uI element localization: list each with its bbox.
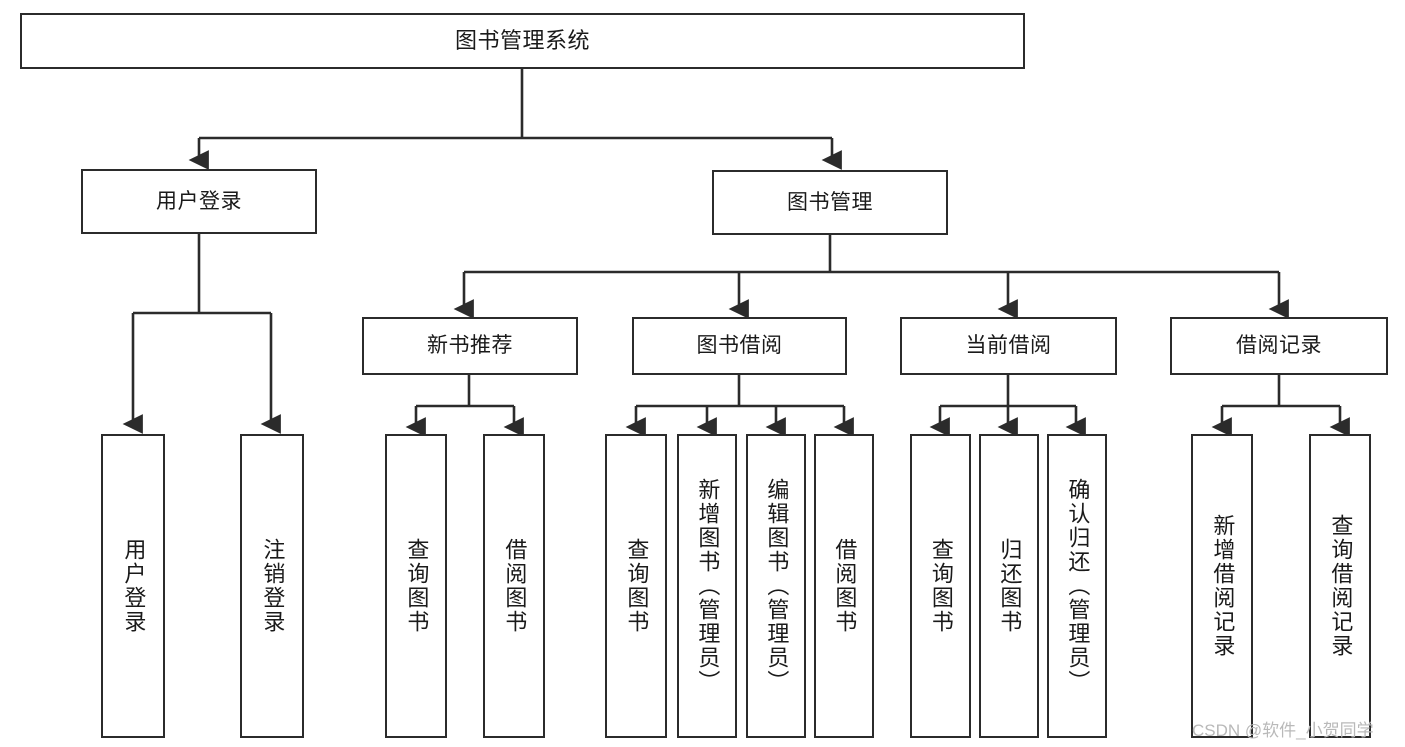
node-new-book-recommend[interactable]: 新书推荐	[362, 317, 578, 375]
leaf-query-book-borrow[interactable]: 查询图书	[605, 434, 667, 738]
node-label: 确认归还（管理员）	[1065, 478, 1091, 694]
node-book-management[interactable]: 图书管理	[712, 170, 948, 235]
leaf-return-book[interactable]: 归还图书	[979, 434, 1039, 738]
node-label: 图书管理系统	[454, 27, 590, 53]
node-label: 当前借阅	[965, 334, 1052, 358]
node-label: 新增图书（管理员）	[695, 478, 721, 694]
leaf-logout[interactable]: 注销登录	[240, 434, 304, 738]
node-label: 查询借阅记录	[1328, 514, 1354, 658]
node-label: 编辑图书（管理员）	[764, 478, 790, 694]
csdn-watermark: CSDN @软件_小贺同学	[1192, 721, 1374, 740]
node-current-borrow[interactable]: 当前借阅	[900, 317, 1117, 375]
leaf-borrow-book[interactable]: 借阅图书	[814, 434, 874, 738]
node-label: 注销登录	[260, 538, 286, 634]
leaf-query-book-current[interactable]: 查询图书	[910, 434, 971, 738]
leaf-confirm-return-admin[interactable]: 确认归还（管理员）	[1047, 434, 1107, 738]
node-label: 借阅记录	[1236, 334, 1322, 358]
node-label: 借阅图书	[832, 538, 858, 634]
node-user-login[interactable]: 用户登录	[81, 169, 317, 234]
node-label: 借阅图书	[502, 538, 528, 634]
leaf-add-book-admin[interactable]: 新增图书（管理员）	[677, 434, 737, 738]
node-label: 图书管理	[787, 190, 873, 214]
leaf-edit-book-admin[interactable]: 编辑图书（管理员）	[746, 434, 806, 738]
node-label: 新增借阅记录	[1210, 514, 1236, 658]
leaf-user-login[interactable]: 用户登录	[101, 434, 165, 738]
node-label: 用户登录	[156, 189, 242, 213]
node-label: 新书推荐	[427, 334, 513, 358]
node-label: 用户登录	[121, 538, 147, 634]
node-book-borrow[interactable]: 图书借阅	[632, 317, 847, 375]
node-label: 查询图书	[404, 538, 430, 634]
node-label: 图书借阅	[696, 334, 783, 358]
leaf-borrow-book-recommend[interactable]: 借阅图书	[483, 434, 545, 738]
leaf-add-borrow-record[interactable]: 新增借阅记录	[1191, 434, 1253, 738]
leaf-query-borrow-record[interactable]: 查询借阅记录	[1309, 434, 1371, 738]
node-label: 归还图书	[997, 538, 1023, 634]
node-borrow-record[interactable]: 借阅记录	[1170, 317, 1388, 375]
leaf-query-book-recommend[interactable]: 查询图书	[385, 434, 447, 738]
node-label: 查询图书	[624, 538, 650, 634]
node-label: 查询图书	[928, 538, 954, 634]
node-root-book-management-system[interactable]: 图书管理系统	[20, 13, 1025, 69]
